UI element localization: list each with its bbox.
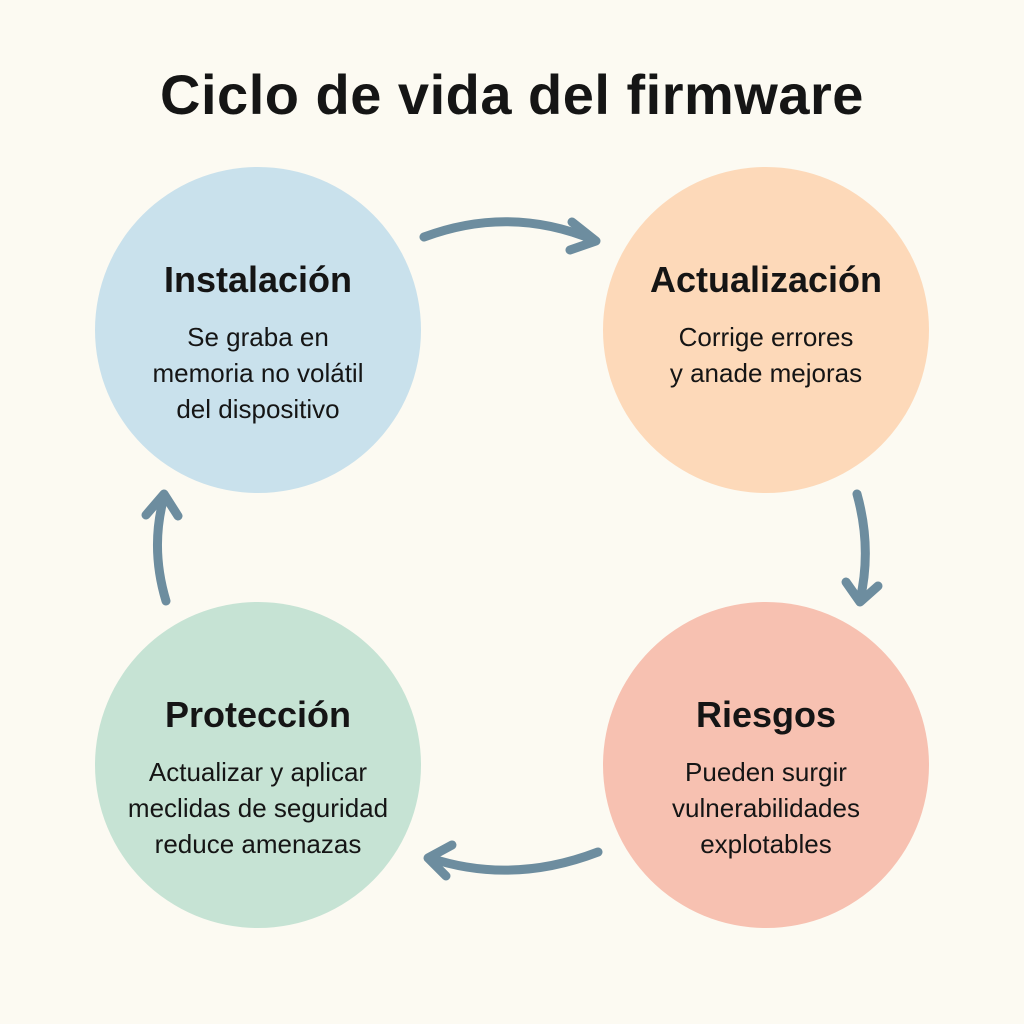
stage-actualizacion: Actualización Corrige errores y anade me…	[603, 167, 929, 493]
stage-title: Actualización	[649, 259, 883, 300]
arrow-down-icon	[841, 489, 883, 607]
stage-title: Instalación	[163, 259, 353, 300]
stage-title: Riesgos	[695, 694, 837, 735]
arrow-left-icon	[423, 840, 603, 881]
page-title: Ciclo de vida del firmware	[160, 63, 864, 126]
arrow-up-icon	[141, 489, 183, 606]
arrow-right-icon	[419, 217, 601, 255]
stage-description: Actualizar y aplicar meclidas de segurid…	[127, 757, 389, 859]
stage-title: Protección	[164, 694, 352, 735]
stage-description: Pueden surgir vulnerabilidades explotabl…	[672, 757, 860, 859]
stage-description: Corrige errores y anade mejoras	[669, 322, 863, 388]
stage-proteccion: Protección Actualizar y aplicar meclidas…	[95, 602, 421, 928]
stage-instalacion: Instalación Se graba en memoria no volát…	[95, 167, 421, 493]
stage-riesgos: Riesgos Pueden surgir vulnerabilidades e…	[603, 602, 929, 928]
stage-description: Se graba en memoria no volátil del dispo…	[152, 322, 364, 424]
